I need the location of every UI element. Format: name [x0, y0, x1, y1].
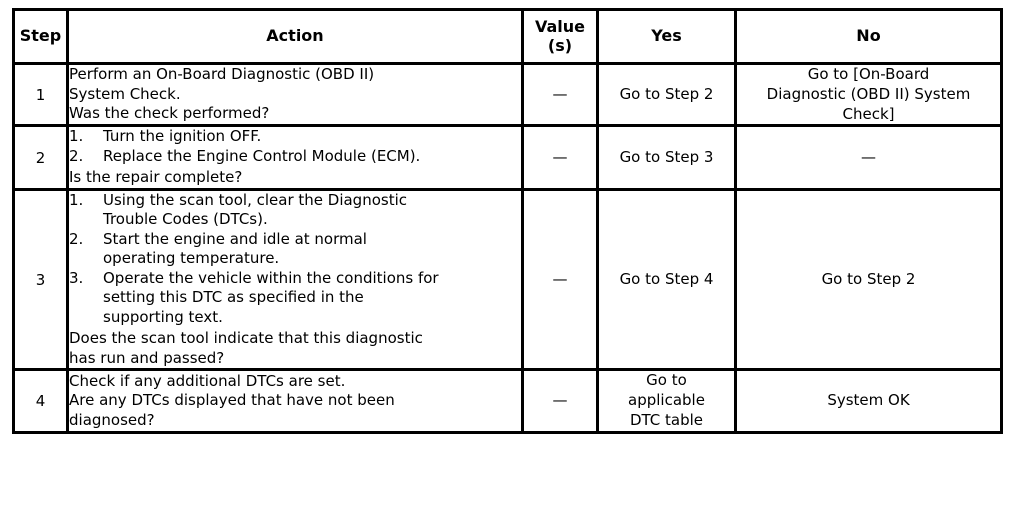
- action-step-number: 3.: [69, 268, 84, 287]
- action-cell: Check if any additional DTCs are set.Are…: [66, 368, 524, 434]
- action-question-line: Is the repair complete?: [69, 168, 243, 187]
- action-question-line: has run and passed?: [69, 348, 225, 367]
- action-cell: Perform an On-Board Diagnostic (OBD II)S…: [66, 61, 524, 128]
- action-question-text: Is the repair complete?: [69, 168, 521, 188]
- action-step-list-item: 2. Replace the Engine Control Module (ECM…: [69, 147, 521, 167]
- yes-result-cell: Go to Step 2: [596, 61, 737, 128]
- action-step-text-line: Turn the ignition OFF.: [103, 127, 262, 146]
- yes-result-cell: Go to Step 3: [596, 124, 737, 191]
- action-step-text-line: Using the scan tool, clear the Diagnosti…: [103, 190, 407, 209]
- value-cell: —: [521, 61, 599, 128]
- value-dash: —: [552, 391, 568, 410]
- action-step-number: 1.: [69, 127, 84, 146]
- column-header-no: No: [734, 8, 1003, 65]
- no-result-line: Go to [On-Board: [807, 65, 930, 83]
- step-number-cell: 2: [12, 124, 69, 191]
- yes-result-line: Go to Step 2: [619, 84, 714, 103]
- action-step-number: 2.: [69, 146, 84, 165]
- action-step-text-line: Start the engine and idle at normal: [103, 229, 367, 248]
- table-header: Step Action Value (s) Yes No: [12, 8, 1003, 65]
- action-step-text-line: Replace the Engine Control Module (ECM).: [103, 146, 421, 165]
- column-header-value-line2: (s): [547, 35, 573, 55]
- value-dash: —: [552, 269, 568, 288]
- yes-result-line: Go to Step 4: [619, 269, 714, 288]
- no-result-line: Diagnostic (OBD II) System: [766, 84, 971, 103]
- action-step-number: 1.: [69, 190, 84, 209]
- value-dash: —: [552, 147, 568, 166]
- action-cell: 1. Using the scan tool, clear the Diagnos…: [66, 187, 524, 372]
- action-text-line: Was the check performed?: [69, 104, 270, 123]
- value-cell: —: [521, 124, 599, 191]
- yes-result-line: applicable: [628, 391, 705, 410]
- column-header-yes: Yes: [596, 8, 737, 65]
- step-number-cell: 4: [12, 368, 69, 434]
- action-step-text-line: setting this DTC as specified in the: [103, 288, 364, 307]
- action-step-text-line: operating temperature.: [103, 249, 280, 268]
- header-row: Step Action Value (s) Yes No: [12, 8, 1003, 65]
- action-text-line: System Check.: [69, 84, 181, 103]
- yes-result-line: DTC table: [629, 410, 704, 429]
- action-step-list-item: 1. Turn the ignition OFF.: [69, 127, 521, 147]
- value-cell: —: [521, 187, 599, 372]
- no-result-cell: —: [734, 124, 1003, 191]
- action-step-text-line: Operate the vehicle within the condition…: [103, 268, 439, 287]
- action-step-list: 1. Using the scan tool, clear the Diagnos…: [69, 191, 521, 328]
- action-step-list: 1. Turn the ignition OFF. 2. Replace the En…: [69, 127, 521, 166]
- column-header-value-line1: Value: [534, 16, 586, 36]
- action-text-line: Perform an On-Board Diagnostic (OBD II): [69, 65, 375, 84]
- action-text-line: diagnosed?: [69, 410, 155, 429]
- action-step-text-line: Trouble Codes (DTCs).: [103, 210, 268, 229]
- action-text-line: Are any DTCs displayed that have not bee…: [69, 391, 395, 410]
- action-text-line: Check if any additional DTCs are set.: [69, 371, 346, 390]
- step-number-cell: 3: [12, 187, 69, 372]
- action-question-text: Does the scan tool indicate that this di…: [69, 329, 521, 368]
- value-dash: —: [552, 84, 568, 103]
- no-result-line: Check]: [842, 104, 895, 123]
- action-step-text-line: supporting text.: [103, 307, 223, 326]
- yes-result-line: Go to Step 3: [619, 147, 714, 166]
- action-question-line: Does the scan tool indicate that this di…: [69, 329, 423, 348]
- action-step-number: 2.: [69, 229, 84, 248]
- action-step-list-item: 1. Using the scan tool, clear the Diagnos…: [69, 191, 521, 230]
- no-result-line: Go to Step 2: [821, 269, 916, 288]
- step-number-cell: 1: [12, 61, 69, 128]
- no-result-cell: Go to Step 2: [734, 187, 1003, 372]
- column-header-action: Action: [66, 8, 524, 65]
- no-result-line: System OK: [827, 391, 910, 410]
- yes-result-line: Go to: [646, 371, 687, 390]
- column-header-value: Value (s): [521, 8, 599, 65]
- column-header-step: Step: [12, 8, 69, 65]
- value-cell: —: [521, 368, 599, 434]
- no-result-line: —: [861, 147, 876, 166]
- no-result-cell: System OK: [734, 368, 1003, 434]
- action-cell: 1. Turn the ignition OFF. 2. Replace the En…: [66, 124, 524, 191]
- action-step-list-item: 3. Operate the vehicle within the conditi…: [69, 269, 521, 328]
- yes-result-cell: Go to Step 4: [596, 187, 737, 372]
